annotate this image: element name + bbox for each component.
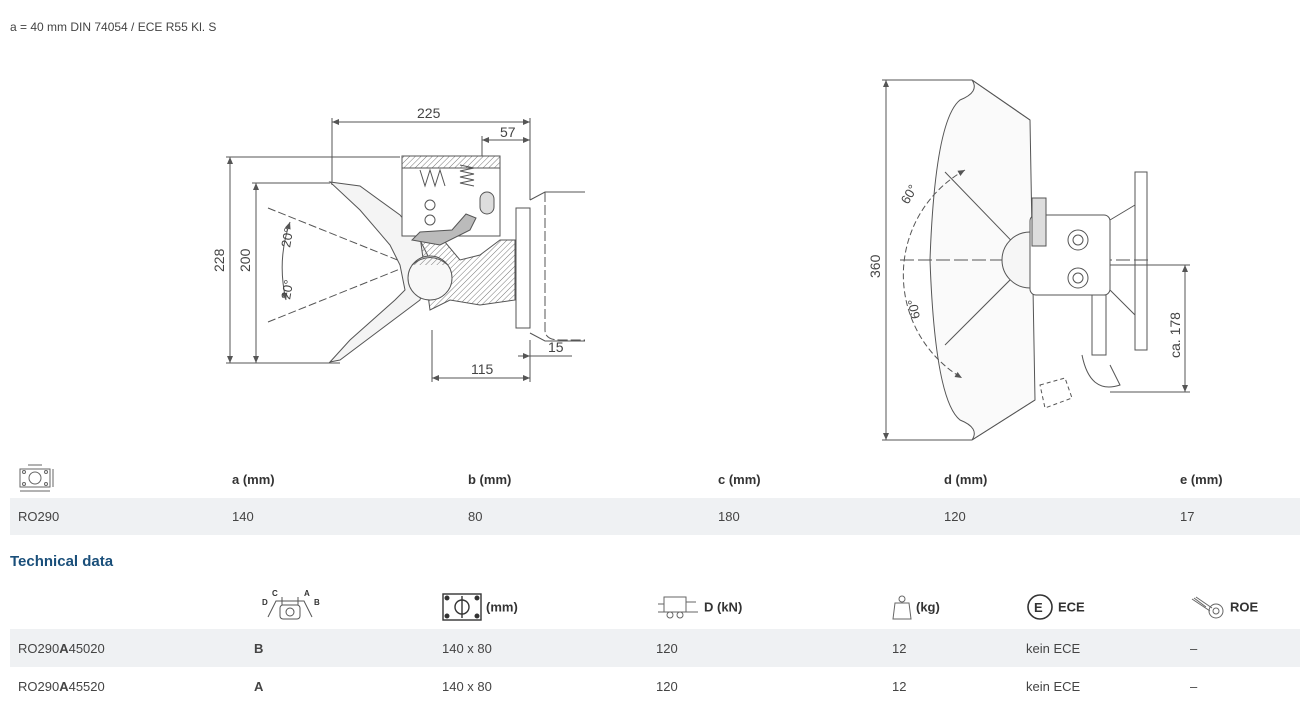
- side-view-drawing: [226, 118, 585, 382]
- e-cell: 17: [1172, 498, 1300, 535]
- roe-cell: –: [1182, 629, 1300, 667]
- trailer-icon: [656, 594, 700, 620]
- table-row: RO290 140 80 180 120 17: [10, 498, 1300, 535]
- position-cell: B: [246, 629, 434, 667]
- model-cell: RO290A45520: [18, 678, 105, 694]
- a-cell: 140: [224, 498, 460, 535]
- force-cell: 120: [656, 678, 678, 694]
- header-d: d (mm): [944, 471, 988, 487]
- header-e: e (mm): [1180, 471, 1223, 487]
- dim-15: 15: [548, 339, 564, 355]
- technical-data-heading: Technical data: [10, 553, 114, 570]
- jaw-position-icon: D C A B: [246, 585, 434, 629]
- dim-200: 200: [237, 248, 253, 272]
- weight-cell: 12: [892, 678, 907, 694]
- page-subtitle: a = 40 mm DIN 74054 / ECE R55 Kl. S: [10, 20, 217, 34]
- flange-header: (mm): [434, 585, 648, 629]
- weight-icon: [892, 594, 912, 620]
- dim-57: 57: [500, 124, 516, 140]
- svg-text:A: A: [304, 589, 310, 598]
- weight-header: (kg): [884, 585, 1018, 629]
- technical-header-row: D C A B (mm): [10, 585, 1300, 629]
- roe-header: ROE: [1182, 585, 1300, 629]
- header-a: a (mm): [232, 471, 275, 487]
- table-row: RO290A45020 B 140 x 80 120 12 kein ECE –: [10, 629, 1300, 667]
- flange-dimension-icon: [10, 460, 224, 498]
- flange-cell: 140 x 80: [442, 678, 492, 694]
- dim-228: 228: [211, 248, 227, 272]
- flange-icon: [442, 593, 482, 621]
- force-cell: 120: [648, 629, 884, 667]
- svg-text:C: C: [272, 589, 278, 598]
- svg-text:D: D: [262, 598, 268, 607]
- d-cell: 120: [936, 498, 1172, 535]
- position-cell: A: [254, 678, 264, 694]
- ece-cell: kein ECE: [1026, 678, 1081, 694]
- front-view-drawing: [882, 79, 1190, 441]
- force-header: D (kN): [648, 585, 884, 629]
- dim-115: 115: [471, 361, 494, 377]
- weight-cell: 12: [884, 629, 1018, 667]
- header-b: b (mm): [468, 471, 512, 487]
- dim-225: 225: [417, 105, 441, 121]
- model-cell: RO290A45020: [10, 629, 246, 667]
- c-cell: 180: [710, 498, 936, 535]
- ece-header: E ECE: [1018, 585, 1182, 629]
- angle-20-top: 20°: [278, 227, 296, 249]
- dimensions-table: a (mm) b (mm) c (mm) d (mm) e (mm) RO290…: [10, 460, 1300, 535]
- dimensions-header-row: a (mm) b (mm) c (mm) d (mm) e (mm): [10, 460, 1300, 498]
- ece-cell: kein ECE: [1018, 629, 1182, 667]
- dim-360: 360: [867, 254, 883, 278]
- svg-text:E: E: [1034, 600, 1043, 615]
- angle-60-top: 60°: [898, 182, 921, 207]
- table-row: RO290A45520 A 140 x 80 120 12 kein ECE –: [10, 667, 1300, 705]
- b-cell: 80: [460, 498, 710, 535]
- model-cell: RO290: [10, 498, 224, 535]
- angle-60-bottom: 60°: [905, 298, 923, 320]
- bolt-icon: [1190, 595, 1226, 619]
- technical-drawing: 225 57 228 200 20° 20° 15 115 360 60° 60…: [211, 79, 1190, 441]
- technical-data-table: D C A B (mm): [10, 585, 1300, 705]
- flange-cell: 140 x 80: [434, 629, 648, 667]
- svg-text:B: B: [314, 598, 320, 607]
- ece-icon: E: [1026, 593, 1054, 621]
- header-c: c (mm): [718, 471, 761, 487]
- dim-ca178: ca. 178: [1167, 312, 1183, 358]
- angle-20-bottom: 20°: [278, 279, 296, 301]
- roe-cell: –: [1190, 678, 1198, 694]
